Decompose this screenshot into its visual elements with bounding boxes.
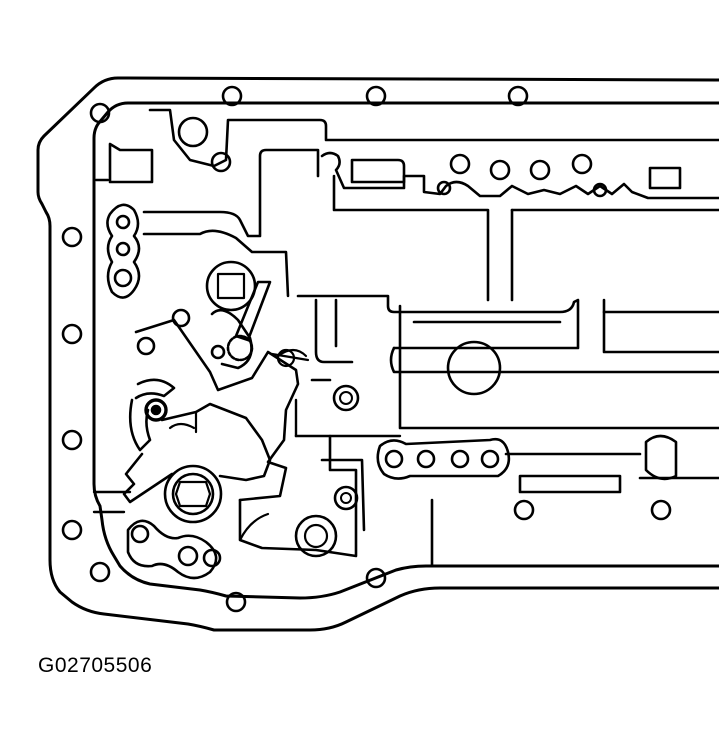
detent-spring [122,378,272,504]
gasket-bolt-holes [61,85,672,613]
pan-gasket-outer [36,76,719,632]
manual-lever-assembly [134,260,310,502]
upper-valve-body [108,108,719,302]
middle-valve-body [296,294,719,430]
lower-middle-block [238,384,366,558]
left-bolt-chain [106,203,141,299]
figure-caption: G02705506 [38,654,153,677]
right-bolt-chain [376,434,719,568]
pan-gasket-inner [92,101,719,600]
connecting-lines [92,178,402,514]
manual-shaft-nut [163,464,223,524]
lower-bolt-chain [126,519,222,580]
